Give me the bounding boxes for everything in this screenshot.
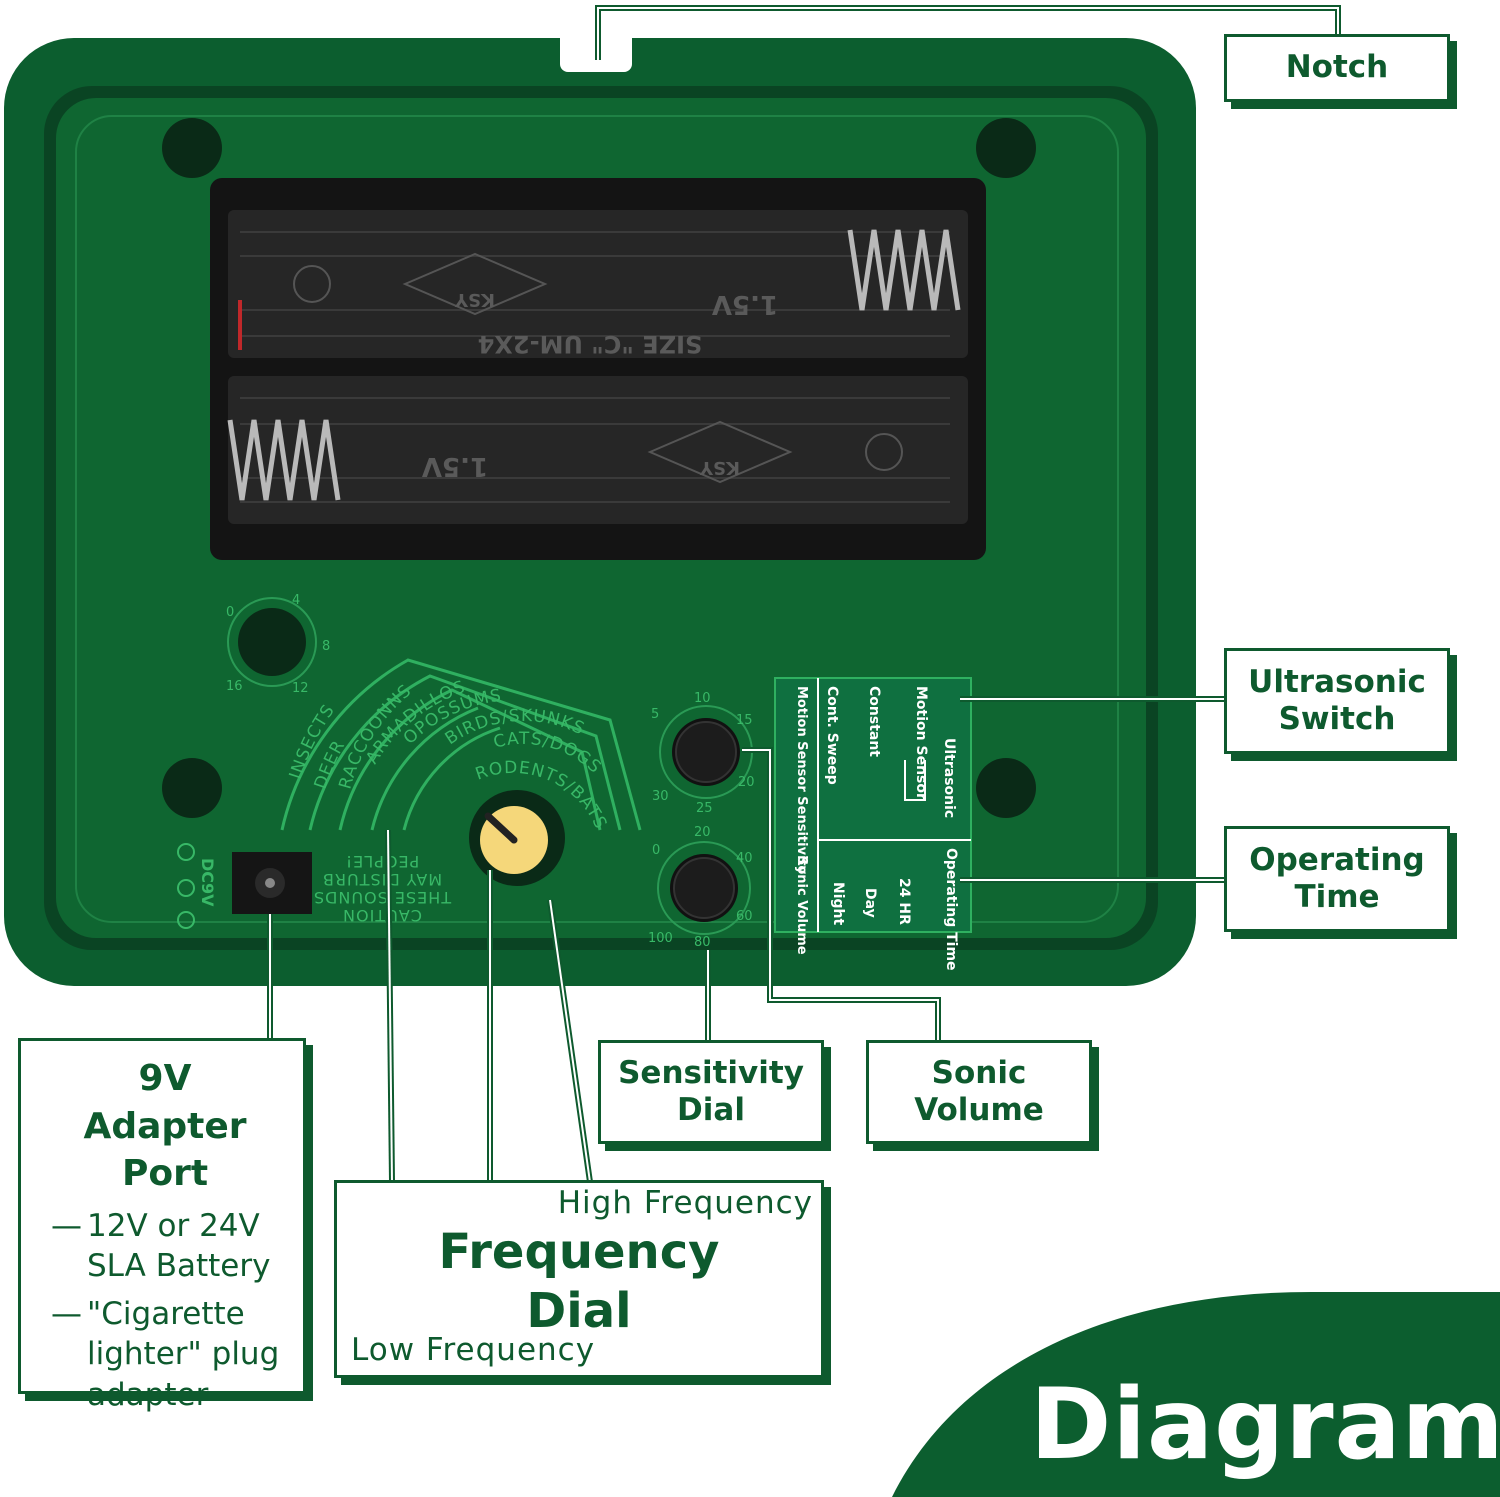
sensitivity-tick: 30 <box>652 789 669 804</box>
switch-option: Motion Sensor <box>913 686 929 800</box>
small-dial-hole <box>238 608 306 676</box>
switch-option: Day <box>862 888 878 918</box>
switch-ultrasonic-header: Ultrasonic <box>941 738 957 818</box>
sensitivity-tick: 20 <box>738 775 755 790</box>
ultrasonic-switch-callout: Ultrasonic Switch <box>1224 648 1450 754</box>
battery-spring <box>227 419 341 501</box>
adapter-port-title-line: 9V Adapter <box>83 1058 247 1147</box>
sonic-volume-callout: Sonic Volume <box>866 1040 1092 1144</box>
frequency-dial-callout: High Frequency Frequency Dial Low Freque… <box>334 1180 824 1378</box>
adapter-port-item: 12V or 24V SLA Battery <box>51 1206 293 1287</box>
switch-option: 24 HR <box>896 878 912 925</box>
sensitivity-dial-callout: Sensitivity Dial <box>598 1040 824 1144</box>
low-frequency-label: Low Frequency <box>351 1331 596 1368</box>
caution-text: THESE SOUNDS <box>313 888 452 907</box>
switch-option: Night <box>830 882 846 926</box>
caution-text: MAY DISTURB <box>322 870 442 889</box>
screw-hole <box>162 758 222 818</box>
ultrasonic-switch-label-line: Ultrasonic <box>1248 663 1426 700</box>
volume-tick: 20 <box>694 825 711 840</box>
frequency-dial-title: Frequency Dial <box>337 1223 821 1340</box>
volume-tick: 0 <box>652 843 660 858</box>
sonic-volume-label-line: Sonic <box>931 1054 1027 1091</box>
sensitivity-tick: 15 <box>736 713 753 728</box>
adapter-port-title-line: Port <box>121 1153 209 1195</box>
dc-jack-label: DC9V <box>198 858 217 907</box>
small-dial-tick: 4 <box>292 593 300 608</box>
adapter-port-callout: 9V Adapter Port 12V or 24V SLA Battery "… <box>18 1038 306 1413</box>
high-frequency-label: High Frequency <box>557 1185 813 1221</box>
battery-brand-bottom: KSY <box>699 457 740 478</box>
switch-option: Cont. Sweep <box>824 686 840 785</box>
sensitivity-dial-label-line: Sensitivity <box>618 1054 804 1091</box>
battery-spring <box>847 229 961 311</box>
operating-time-label-line: Operating <box>1249 841 1425 878</box>
diagram-banner-title: Diagram <box>1030 1368 1500 1482</box>
diagram-banner <box>892 1291 1500 1497</box>
operating-time-label-line: Time <box>1294 879 1380 915</box>
battery-size-label: SIZE "C" UM-2X4 <box>478 330 703 358</box>
screw-hole <box>162 118 222 178</box>
sensitivity-tick: 5 <box>651 707 659 722</box>
screw-hole <box>976 118 1036 178</box>
adapter-port-item: "Cigarette lighter" plug adapter <box>51 1294 293 1415</box>
frequency-dial-title-line: Frequency <box>438 1224 720 1280</box>
ultrasonic-switch-label-line: Switch <box>1278 701 1396 737</box>
adapter-port-title: 9V Adapter Port <box>51 1055 293 1198</box>
switch-panel <box>774 677 972 933</box>
switch-option: Constant <box>866 686 882 757</box>
battery-brand-top: KSY <box>454 289 495 310</box>
caution-text: PEOPLE! <box>345 852 419 871</box>
switch-operating-header: Operating Time <box>943 848 959 971</box>
battery-voltage-bottom: 1.5V <box>422 451 488 481</box>
caution-text: CAUTION <box>342 906 422 925</box>
small-dial-tick: 12 <box>292 681 309 696</box>
switch-motion-sensitivity: Motion Sensor Sensitivity <box>794 686 809 875</box>
notch-callout: Notch <box>1224 34 1450 102</box>
switch-sonic-volume: Sonic Volume <box>794 856 809 955</box>
sensitivity-tick: 10 <box>694 691 711 706</box>
sensitivity-dial-label-line: Dial <box>677 1092 745 1128</box>
small-dial-tick: 8 <box>322 639 330 654</box>
sonic-volume-label-line: Volume <box>914 1092 1044 1128</box>
volume-tick: 100 <box>648 931 673 946</box>
volume-tick: 80 <box>694 935 711 950</box>
small-dial-tick: 0 <box>226 605 234 620</box>
screw-hole <box>976 758 1036 818</box>
small-dial-tick: 16 <box>226 679 243 694</box>
notch-label: Notch <box>1285 49 1389 86</box>
volume-tick: 40 <box>736 851 753 866</box>
operating-time-callout: Operating Time <box>1224 826 1450 932</box>
frequency-dial-title-line: Dial <box>526 1282 632 1339</box>
volume-tick: 60 <box>736 909 753 924</box>
sensitivity-tick: 25 <box>696 801 713 816</box>
battery-voltage-top: 1.5V <box>712 289 778 319</box>
